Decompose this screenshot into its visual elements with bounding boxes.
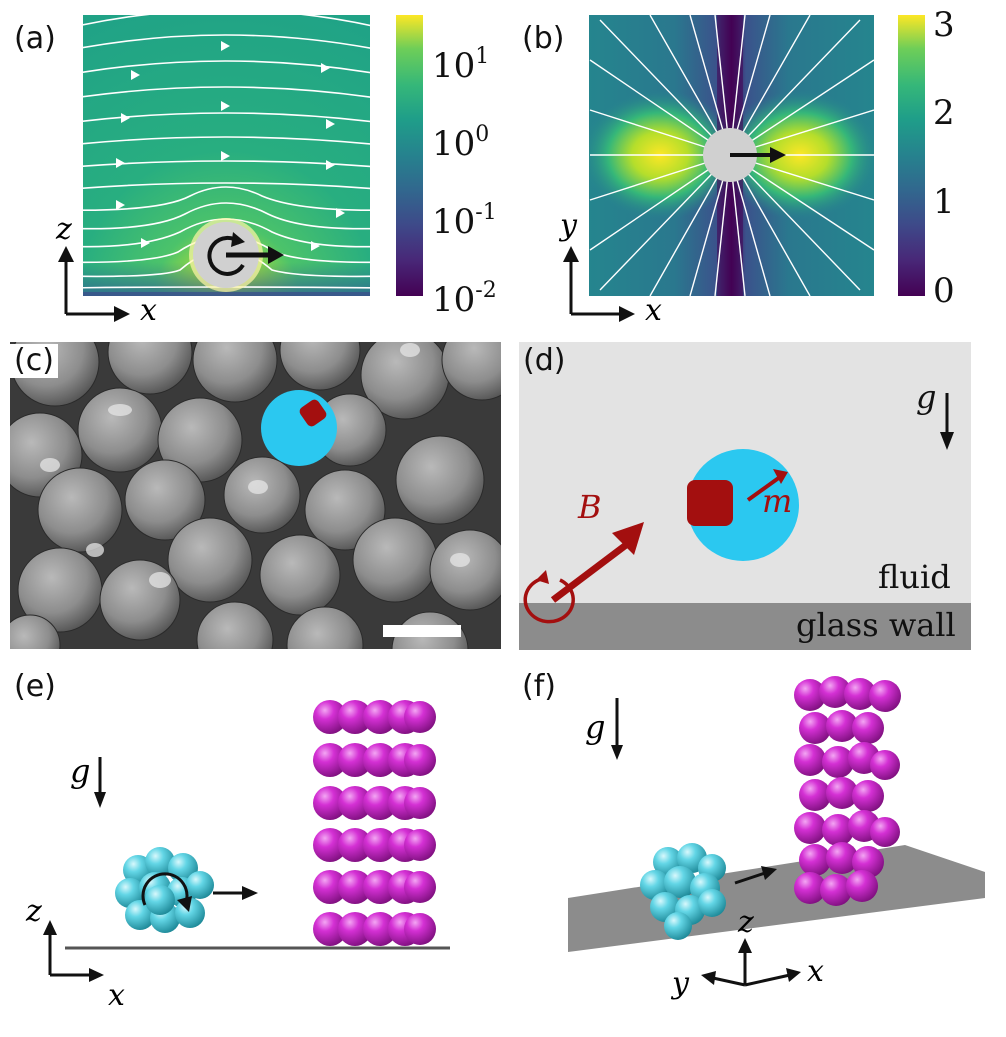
field-arrow xyxy=(550,542,629,603)
panel-b-tick-2: 2 xyxy=(933,93,955,133)
magnet-cap xyxy=(687,480,733,526)
panel-f-magenta-tower xyxy=(794,676,901,906)
scale-bar xyxy=(383,625,461,637)
panel-d-wall-label: glass wall xyxy=(796,606,956,644)
panel-a-tick-1: 101 xyxy=(432,44,490,86)
panel-d-schematic xyxy=(519,342,971,650)
panel-f-axes xyxy=(701,938,801,987)
panel-b-tick-3: 3 xyxy=(933,5,955,45)
panel-a-axis-z-label: z xyxy=(56,212,72,247)
panel-a-tick-3: 10-1 xyxy=(432,200,497,242)
panel-f-cyan-cluster xyxy=(640,843,726,940)
panel-e-axis-x-label: x xyxy=(108,978,125,1013)
panel-e-axes xyxy=(43,920,104,982)
rotation-arrow xyxy=(523,576,575,624)
particle xyxy=(687,449,799,561)
panel-d-field-label: B xyxy=(578,488,602,526)
panel-f-axis-x-label: x xyxy=(807,954,824,989)
panel-c-particle-illustration xyxy=(261,390,337,466)
panel-a-colorbar xyxy=(396,15,423,296)
panel-e-axis-z-label: z xyxy=(26,894,42,929)
panel-d-moment-label: m xyxy=(762,482,793,520)
panel-f-axis-y-label: y xyxy=(672,966,689,1001)
panel-label-e: (e) xyxy=(10,670,60,704)
panel-label-d: (d) xyxy=(523,343,566,378)
panel-d-gravity-label: g xyxy=(916,378,937,416)
moment-arrow xyxy=(746,475,782,502)
panel-label-f: (f) xyxy=(518,670,560,704)
panel-a-axes xyxy=(58,246,130,322)
panel-a-axis-x-label: x xyxy=(140,293,157,328)
panel-label-a: (a) xyxy=(10,22,60,56)
panel-c-sem-image xyxy=(10,342,501,649)
panel-b-axis-y-label: y xyxy=(560,208,577,243)
panel-label-b: (b) xyxy=(518,22,569,56)
panel-f-simulation xyxy=(568,676,985,987)
panel-b-tick-0: 0 xyxy=(933,271,955,311)
panel-a-flow-arrows xyxy=(116,41,345,251)
panel-a-tick-2: 100 xyxy=(432,122,490,164)
panel-b-field xyxy=(589,15,874,296)
panel-e-cyan-cluster xyxy=(115,847,214,933)
panel-b-colorbar xyxy=(898,15,925,296)
panel-e-gravity-label: g xyxy=(70,752,91,790)
panel-f-gravity-label: g xyxy=(585,708,606,746)
panel-f-axis-z-label: z xyxy=(738,905,754,940)
panel-a-tick-4: 10-2 xyxy=(432,278,497,320)
panel-a-particle xyxy=(189,218,284,292)
panel-b-axis-x-label: x xyxy=(645,293,662,328)
panel-label-c: (c) xyxy=(10,344,58,378)
panel-f-floor xyxy=(568,845,985,952)
panel-d-fluid-label: fluid xyxy=(878,558,951,596)
panel-a-flowfield xyxy=(83,15,370,296)
panel-b-tick-1: 1 xyxy=(933,182,955,222)
panel-e-magenta-tower xyxy=(313,700,436,946)
panel-b-axes xyxy=(563,246,635,322)
glass-wall-region xyxy=(519,603,971,650)
panel-e-simulation xyxy=(43,700,450,982)
